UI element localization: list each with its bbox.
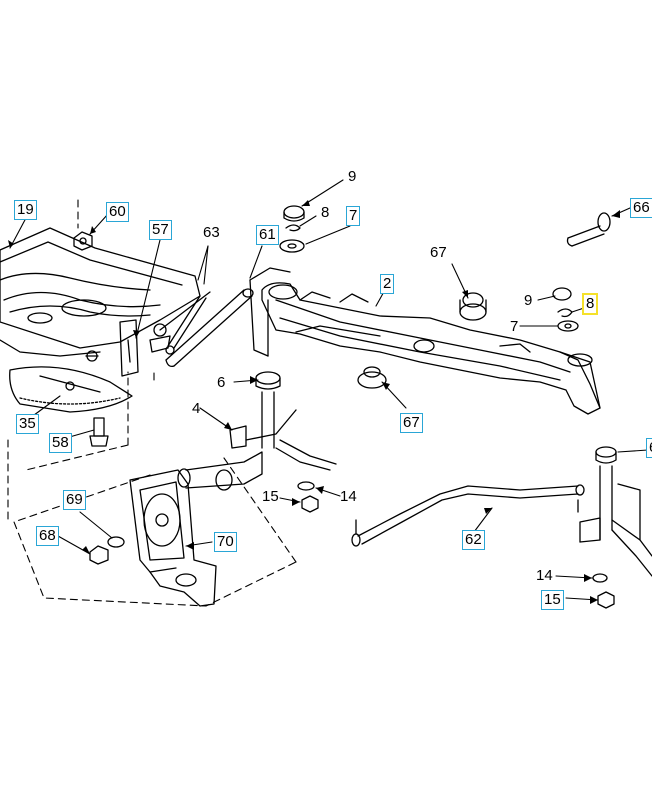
callout-68: 68 bbox=[36, 526, 59, 546]
callout-67-bottom: 67 bbox=[400, 413, 423, 433]
front-axle-beam bbox=[249, 267, 601, 415]
callout-7-top: 7 bbox=[346, 206, 361, 226]
washer-7-right bbox=[557, 320, 579, 332]
callout-57: 57 bbox=[149, 220, 172, 240]
callout-8-highlighted: 8 bbox=[582, 293, 599, 315]
callout-58: 58 bbox=[49, 433, 72, 453]
callout-14-right: 14 bbox=[536, 567, 553, 584]
callout-63: 63 bbox=[203, 224, 220, 241]
bushing-67-top bbox=[459, 292, 487, 321]
callout-4: 4 bbox=[192, 400, 201, 417]
bracket-70 bbox=[129, 469, 217, 607]
spindle-4 bbox=[177, 371, 337, 491]
sector-gear bbox=[9, 366, 133, 413]
washer-69 bbox=[107, 536, 125, 548]
cap-9-left bbox=[283, 205, 305, 222]
callout-15-left: 15 bbox=[262, 488, 279, 505]
cap-9-right bbox=[552, 287, 572, 301]
callout-8-top: 8 bbox=[321, 204, 330, 221]
rod-63 bbox=[159, 291, 211, 355]
tie-rod-62 bbox=[351, 484, 585, 547]
callout-19: 19 bbox=[14, 200, 37, 220]
dashed-group-outlines bbox=[7, 199, 297, 607]
callout-67-top: 67 bbox=[430, 244, 447, 261]
callout-9-right: 9 bbox=[524, 292, 533, 309]
deck-plate-assembly bbox=[0, 227, 201, 377]
callout-2: 2 bbox=[380, 274, 395, 294]
washer-7-left bbox=[279, 239, 305, 253]
callout-9-top: 9 bbox=[348, 168, 357, 185]
bolt-58 bbox=[89, 417, 109, 447]
nut-60 bbox=[73, 231, 93, 251]
callout-60: 60 bbox=[106, 202, 129, 222]
callout-66: 66 bbox=[630, 198, 652, 218]
leader-arrowheads bbox=[8, 200, 620, 604]
nut-15-left bbox=[301, 495, 319, 513]
callout-7-right: 7 bbox=[510, 318, 519, 335]
spindle-right bbox=[577, 446, 652, 577]
nut-68 bbox=[89, 545, 109, 565]
bushing-67-bottom bbox=[357, 366, 387, 389]
nut-15-right bbox=[597, 591, 615, 609]
callout-69: 69 bbox=[63, 490, 86, 510]
leader-lines bbox=[9, 179, 649, 601]
callout-6-left: 6 bbox=[217, 374, 226, 391]
callout-61: 61 bbox=[256, 225, 279, 245]
callout-14-left: 14 bbox=[340, 488, 357, 505]
clip-8-right bbox=[557, 308, 573, 318]
callout-15-right: 15 bbox=[541, 590, 564, 610]
pivot-pin-61 bbox=[165, 288, 254, 368]
callout-70: 70 bbox=[214, 532, 237, 552]
washer-14-right bbox=[592, 573, 608, 583]
bolt-66 bbox=[566, 212, 611, 247]
washer-14-left bbox=[297, 481, 315, 491]
callout-62: 62 bbox=[462, 530, 485, 550]
clip-8-left bbox=[285, 224, 301, 232]
callout-35: 35 bbox=[16, 414, 39, 434]
callout-6-right: 6 bbox=[646, 438, 652, 458]
